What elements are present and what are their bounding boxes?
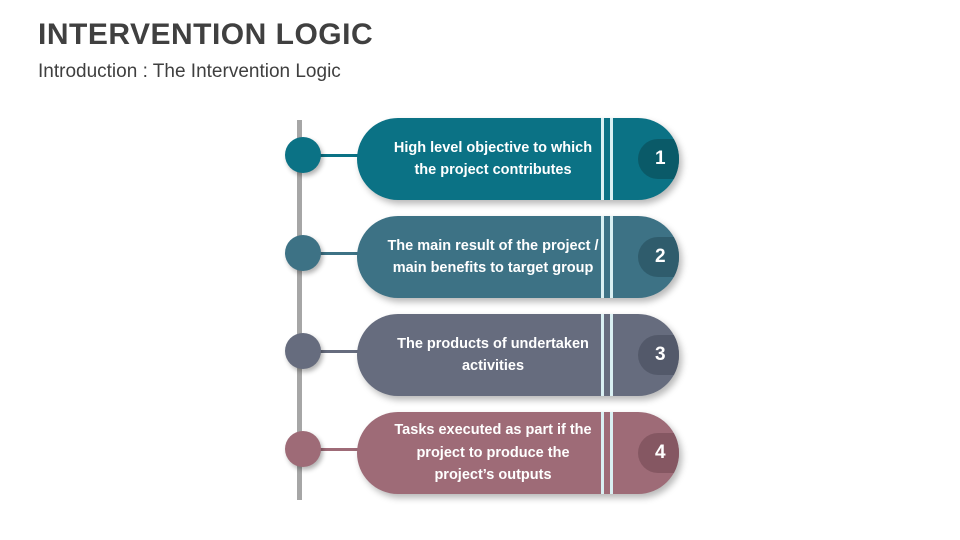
pill-divider-line bbox=[601, 118, 604, 200]
page-title: INTERVENTION LOGIC bbox=[38, 18, 374, 51]
step-label: Tasks executed as part if the project to… bbox=[394, 422, 592, 484]
step-node-dot[interactable] bbox=[285, 137, 321, 173]
page-subtitle: Introduction : The Intervention Logic bbox=[38, 61, 341, 82]
pill-divider-line bbox=[601, 412, 604, 494]
pill-divider-line bbox=[610, 118, 613, 200]
step-number-badge: 1 bbox=[638, 139, 679, 179]
step-node-dot[interactable] bbox=[285, 333, 321, 369]
timeline-spine bbox=[297, 120, 302, 500]
diagram-step-row: High level objective to which the projec… bbox=[0, 110, 960, 208]
step-pill[interactable]: The products of undertaken activities 3 bbox=[357, 314, 679, 396]
step-node-dot[interactable] bbox=[285, 235, 321, 271]
step-pill[interactable]: High level objective to which the projec… bbox=[357, 118, 679, 200]
step-number-badge: 4 bbox=[638, 433, 679, 473]
step-pill[interactable]: Tasks executed as part if the project to… bbox=[357, 412, 679, 494]
step-node-dot[interactable] bbox=[285, 431, 321, 467]
step-label: High level objective to which the projec… bbox=[393, 139, 593, 178]
step-number-badge: 2 bbox=[638, 237, 679, 277]
pill-divider-line bbox=[610, 412, 613, 494]
pill-divider-line bbox=[610, 314, 613, 396]
pill-divider-line bbox=[601, 314, 604, 396]
diagram-step-row: The products of undertaken activities 3 bbox=[0, 306, 960, 404]
diagram-step-row: The main result of the project / main be… bbox=[0, 208, 960, 306]
pill-divider-line bbox=[601, 216, 604, 298]
diagram-step-row: Tasks executed as part if the project to… bbox=[0, 404, 960, 502]
step-label: The main result of the project / main be… bbox=[387, 237, 599, 276]
pill-divider-line bbox=[610, 216, 613, 298]
step-pill[interactable]: The main result of the project / main be… bbox=[357, 216, 679, 298]
step-label: The products of undertaken activities bbox=[397, 335, 589, 374]
step-number-badge: 3 bbox=[638, 335, 679, 375]
